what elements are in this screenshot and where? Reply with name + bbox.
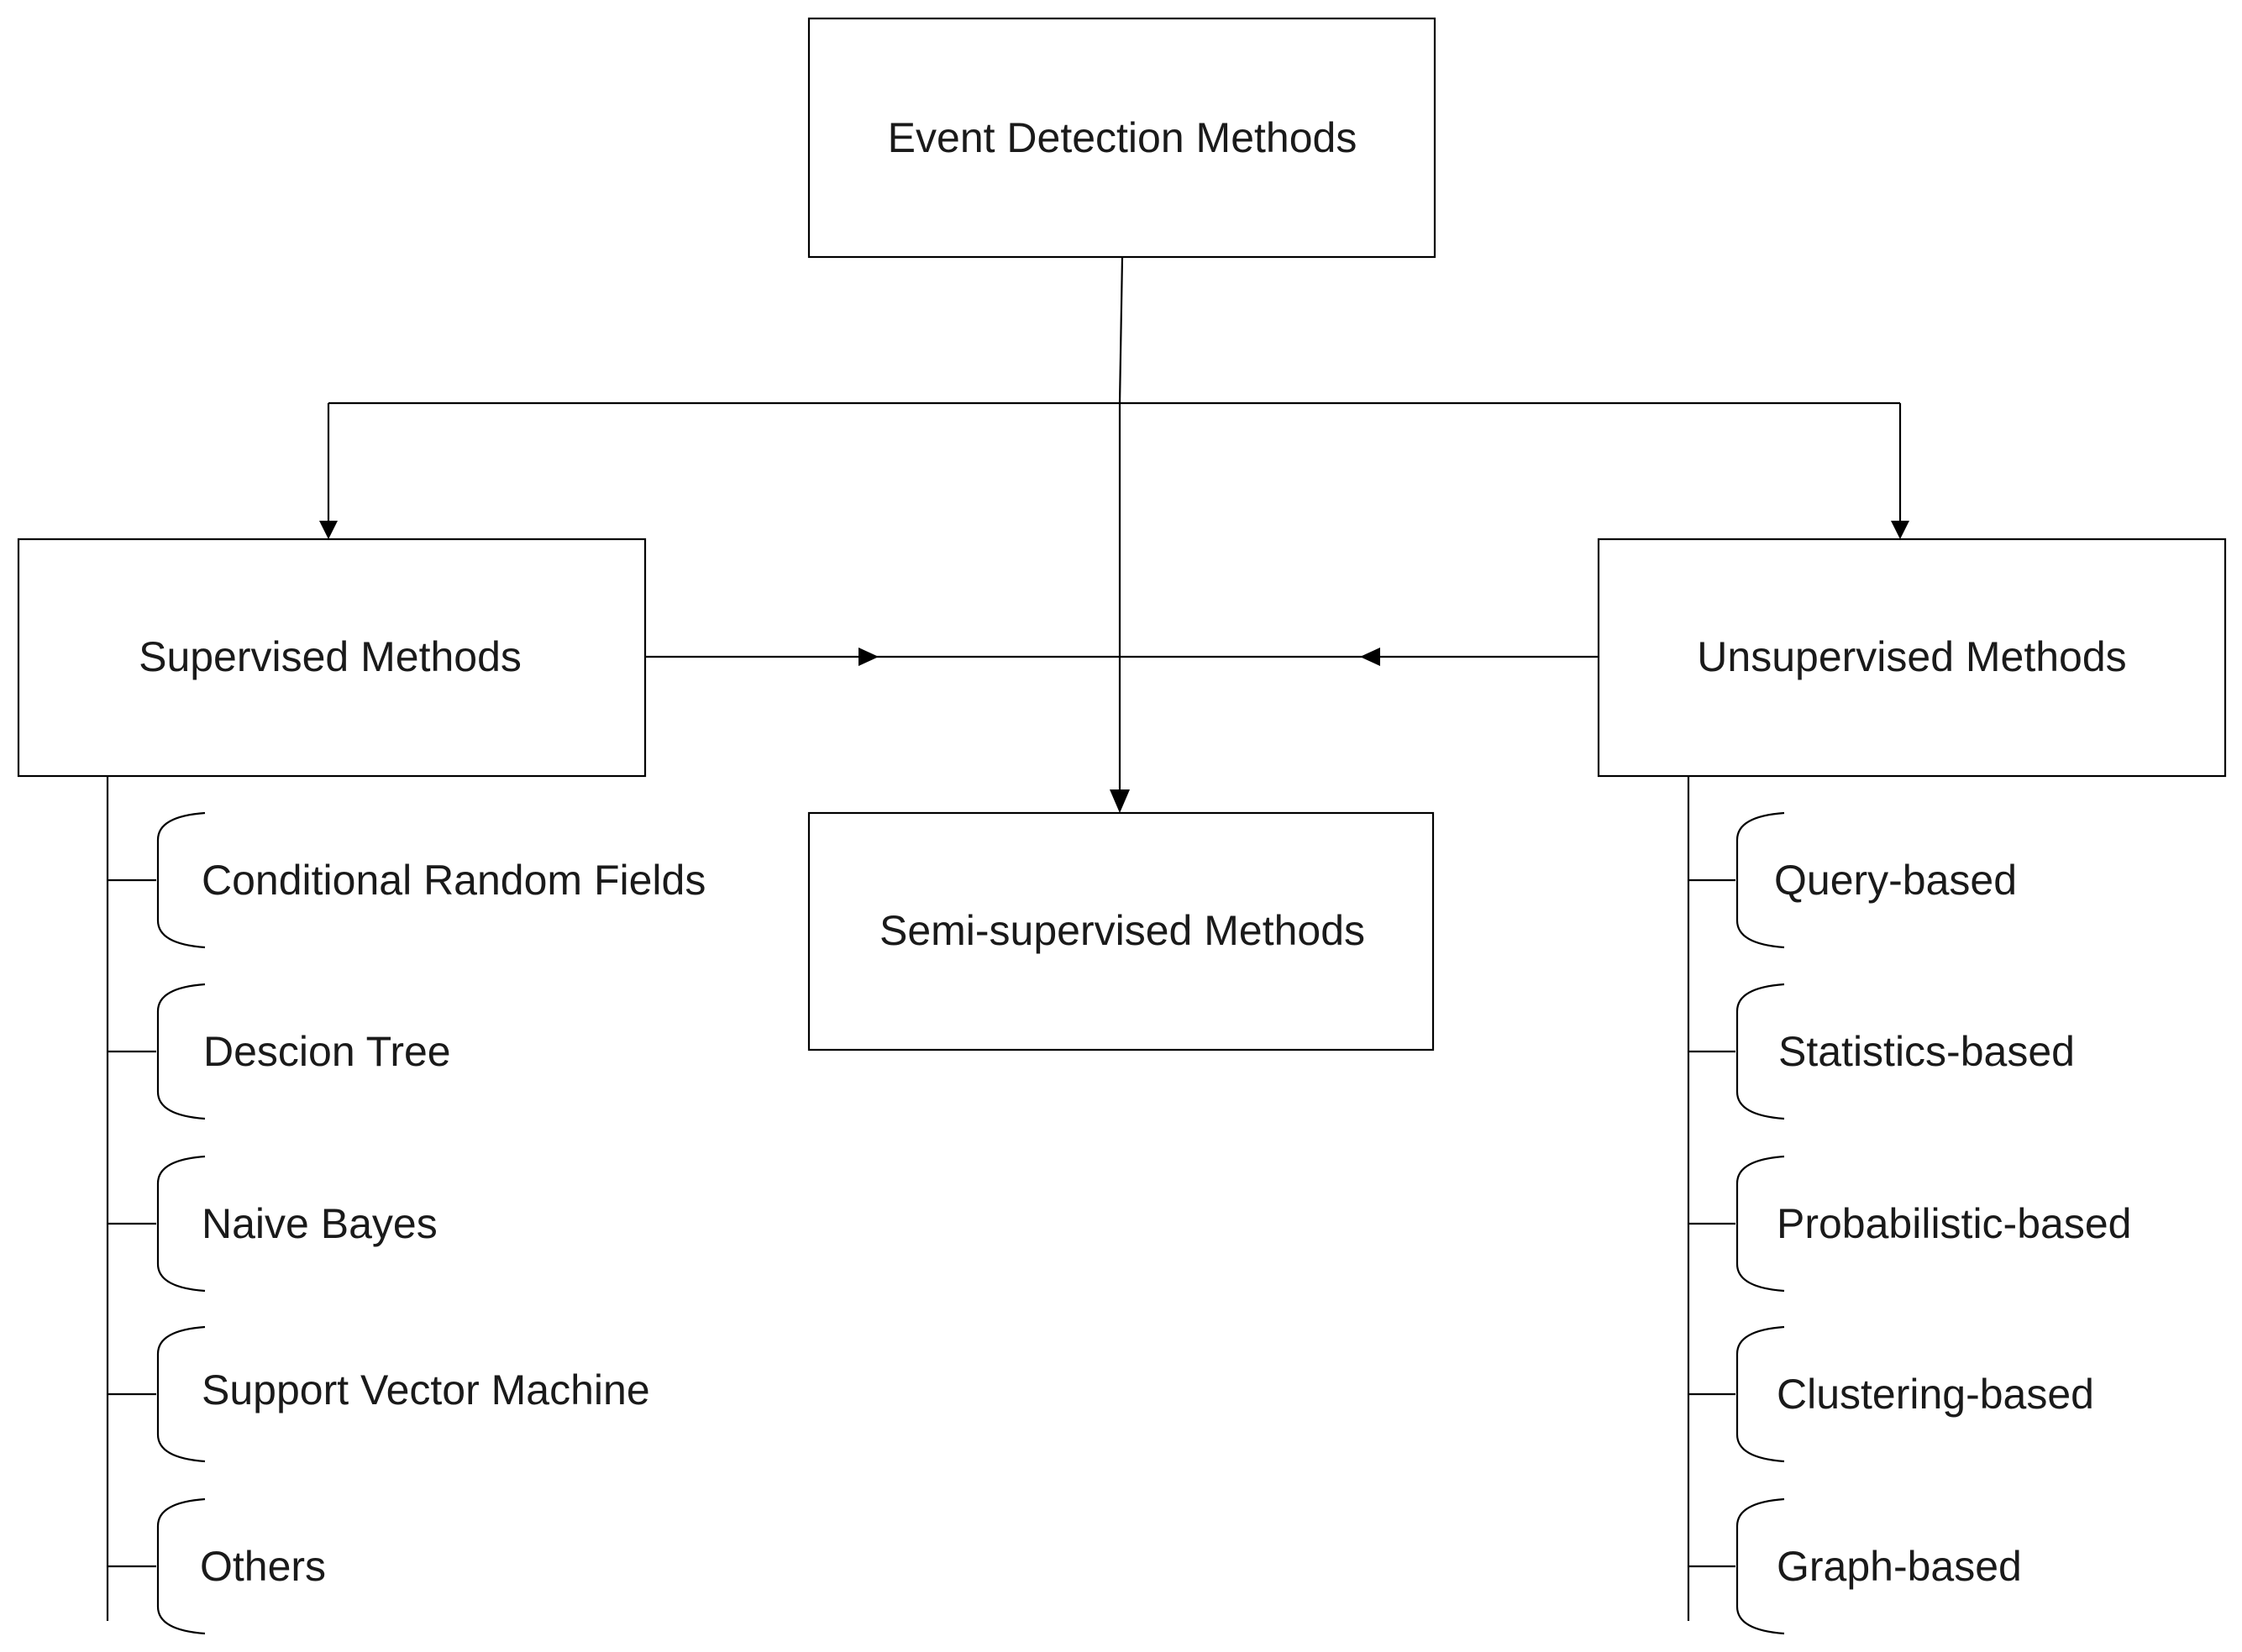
supervised-item-list: Conditional Random Fields Descion Tree N… bbox=[108, 811, 706, 1635]
list-brace bbox=[1735, 1155, 1785, 1293]
root-label: Event Detection Methods bbox=[888, 114, 1357, 161]
root-stem-line bbox=[1118, 256, 1124, 404]
unsupervised-to-center-arrow bbox=[1360, 648, 1380, 666]
list-brace bbox=[156, 1155, 206, 1293]
unsupervised-list-item: Query-based bbox=[1688, 811, 2017, 949]
list-brace bbox=[156, 983, 206, 1120]
unsupervised-label: Unsupervised Methods bbox=[1697, 633, 2126, 680]
list-item-label: Clustering-based bbox=[1777, 1371, 2094, 1418]
list-brace bbox=[156, 811, 206, 949]
list-item-label: Graph-based bbox=[1777, 1543, 2022, 1590]
list-item-label: Naive Bayes bbox=[202, 1200, 438, 1247]
list-item-label: Support Vector Machine bbox=[202, 1366, 650, 1413]
supervised-box bbox=[17, 538, 647, 778]
unsupervised-list-item: Statistics-based bbox=[1688, 983, 2075, 1120]
semi-supervised-label: Semi-supervised Methods bbox=[879, 907, 1365, 954]
supervised-label: Supervised Methods bbox=[139, 633, 522, 680]
root-node: Event Detection Methods bbox=[807, 17, 1436, 259]
supervised-list-item: Conditional Random Fields bbox=[108, 811, 706, 949]
root-box bbox=[807, 17, 1436, 259]
unsupervised-item-list: Query-based Statistics-based Probabilist… bbox=[1688, 811, 2131, 1635]
list-item-label: Probabilistic-based bbox=[1777, 1200, 2131, 1247]
list-item-label: Others bbox=[200, 1543, 326, 1590]
list-item-label: Conditional Random Fields bbox=[202, 857, 706, 904]
list-brace bbox=[156, 1497, 206, 1635]
unsupervised-node: Unsupervised Methods bbox=[1597, 538, 2227, 778]
list-brace bbox=[1735, 1325, 1785, 1463]
list-brace bbox=[1735, 1497, 1785, 1635]
connectors bbox=[106, 256, 1909, 1621]
supervised-node: Supervised Methods bbox=[17, 538, 647, 778]
list-item-label: Statistics-based bbox=[1778, 1028, 2075, 1075]
list-brace bbox=[156, 1325, 206, 1463]
unsupervised-list-item: Clustering-based bbox=[1688, 1325, 2094, 1463]
to-supervised-arrow bbox=[319, 521, 338, 539]
supervised-list-item: Others bbox=[108, 1497, 326, 1635]
to-semi-supervised-arrow bbox=[1110, 789, 1130, 813]
list-item-label: Descion Tree bbox=[203, 1028, 451, 1075]
list-brace bbox=[1735, 811, 1785, 949]
supervised-list-item: Support Vector Machine bbox=[108, 1325, 650, 1463]
supervised-list-item: Descion Tree bbox=[108, 983, 451, 1120]
unsupervised-list-item: Probabilistic-based bbox=[1688, 1155, 2131, 1293]
semi-supervised-box bbox=[807, 811, 1435, 1052]
to-unsupervised-arrow bbox=[1891, 521, 1909, 539]
list-item-label: Query-based bbox=[1774, 857, 2017, 904]
semi-supervised-node: Semi-supervised Methods bbox=[807, 811, 1435, 1052]
unsupervised-box bbox=[1597, 538, 2227, 778]
list-brace bbox=[1735, 983, 1785, 1120]
supervised-to-center-arrow bbox=[858, 648, 879, 666]
unsupervised-list-item: Graph-based bbox=[1688, 1497, 2022, 1635]
supervised-list-item: Naive Bayes bbox=[108, 1155, 438, 1293]
